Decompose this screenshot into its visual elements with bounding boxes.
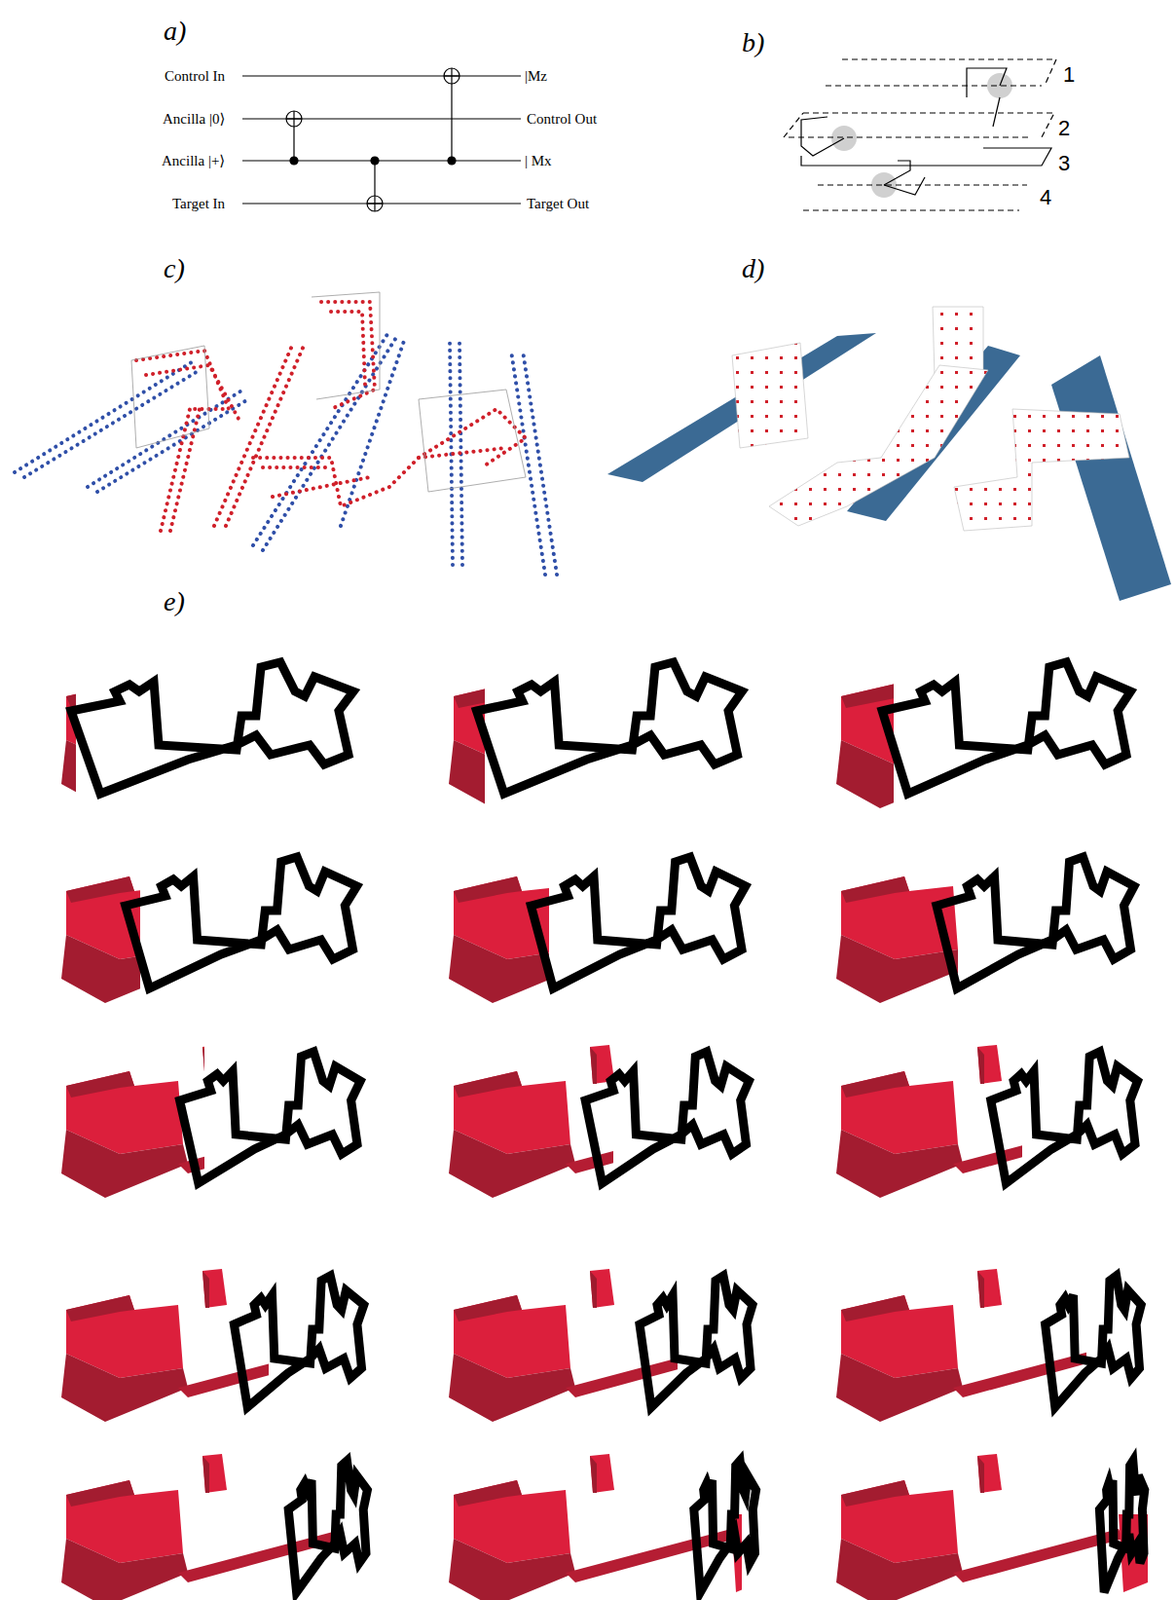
callout-number: 4 — [1039, 185, 1052, 210]
panel-letter: b) — [741, 28, 765, 59]
wire-label: Target In — [172, 195, 225, 213]
measurement-label: |Mz — [524, 68, 548, 85]
wire-label: Control Out — [526, 110, 597, 128]
wire-label: Ancilla |+⟩ — [161, 152, 225, 170]
layer-sketch — [783, 59, 1057, 211]
panel-letter: d) — [741, 254, 765, 285]
dot-lattice — [14, 301, 557, 575]
panel-letter: a) — [163, 16, 186, 47]
panel-letter: e) — [163, 587, 185, 618]
measurement-label: | Mx — [524, 152, 552, 170]
callout-number: 3 — [1058, 151, 1070, 176]
wire-label: Ancilla |0⟩ — [162, 110, 225, 128]
wire-label: Control In — [164, 68, 225, 85]
surface-render — [607, 306, 1172, 601]
deformation-sequence — [61, 655, 1148, 1600]
lattice-frame — [131, 292, 526, 492]
callout-number: 1 — [1063, 63, 1075, 87]
circuit — [242, 68, 521, 212]
callout-number: 2 — [1058, 116, 1070, 141]
panel-letter: c) — [163, 254, 185, 285]
wire-label: Target Out — [526, 195, 589, 213]
